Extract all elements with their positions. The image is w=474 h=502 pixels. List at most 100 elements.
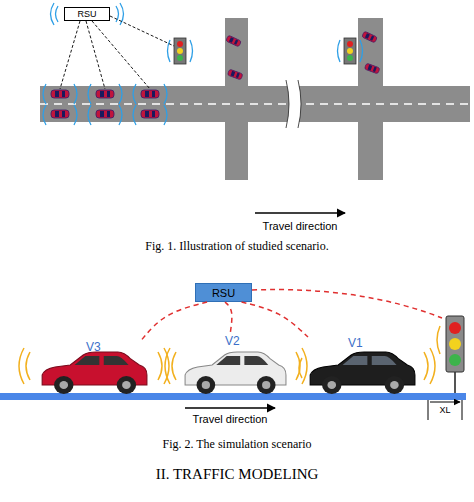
car-drawing <box>40 351 148 395</box>
car-icon <box>96 110 114 118</box>
car-hub <box>59 381 68 389</box>
dimension-label: XL <box>428 405 462 415</box>
wireless-wave <box>165 348 176 384</box>
traffic-light <box>446 316 464 393</box>
light-red <box>347 41 353 47</box>
road-break-line <box>286 80 301 128</box>
road-bar <box>0 393 466 400</box>
v2i-link <box>242 302 308 337</box>
car-icon <box>51 90 69 98</box>
car-wheel <box>385 376 404 394</box>
vehicle-id: V3 <box>86 340 101 354</box>
rsu-box: RSU <box>64 7 110 21</box>
dimension-tick <box>428 400 429 420</box>
car-drawing <box>308 351 416 395</box>
light-green <box>449 354 461 366</box>
car-icon <box>227 69 243 80</box>
car-wheel <box>257 376 276 394</box>
car-window <box>104 356 129 365</box>
wireless-wave <box>43 84 77 104</box>
car-hub <box>202 381 210 389</box>
vehicle-id: V2 <box>225 334 240 348</box>
light-green <box>177 55 183 61</box>
vehicle-node: V1 <box>308 336 416 395</box>
car-window <box>372 356 397 365</box>
figure-caption: Fig. 1. Illustration of studied scenario… <box>0 239 474 254</box>
dimension-line <box>430 402 460 403</box>
car-window <box>244 356 268 365</box>
wireless-wave <box>88 84 122 104</box>
section-heading: II. TRAFFIC MODELING <box>0 466 474 483</box>
traffic-light <box>344 38 356 64</box>
rsu-box: RSU <box>195 283 252 302</box>
car-wheel <box>322 376 341 394</box>
direction-arrow <box>185 407 275 408</box>
wireless-wave <box>437 326 440 354</box>
wireless-wave <box>299 358 302 378</box>
vehicle-node: V3 <box>40 340 148 395</box>
car-hub <box>327 381 336 389</box>
v2i-link <box>110 16 174 46</box>
cross-road <box>225 18 248 180</box>
road-network <box>40 18 470 180</box>
light-yellow <box>449 338 461 350</box>
node-label: RSU <box>77 9 96 19</box>
car-wheel <box>197 376 216 394</box>
vehicle-id: V1 <box>348 336 363 350</box>
vehicle-icons <box>51 31 380 118</box>
wireless-wave <box>133 105 167 125</box>
wireless-wave <box>133 84 167 104</box>
car-hub <box>390 381 399 389</box>
figure-caption: Fig. 2. The simulation scenario <box>0 437 474 452</box>
light-yellow <box>177 48 183 54</box>
car-hub <box>262 381 270 389</box>
car-hub <box>122 381 131 389</box>
main-road <box>40 86 470 122</box>
car-icon <box>364 63 380 74</box>
wireless-wave <box>424 348 435 384</box>
road-break <box>286 80 301 128</box>
car-wheel <box>117 376 136 394</box>
car-window <box>343 356 368 365</box>
v2i-link <box>60 21 80 89</box>
car-drawing <box>183 351 287 395</box>
direction-arrow <box>255 212 345 213</box>
v2i-link <box>141 302 207 340</box>
light-yellow <box>347 48 353 54</box>
traffic-light-body <box>446 316 464 372</box>
cross-road <box>358 18 383 180</box>
car-icon <box>362 31 378 43</box>
car-icon <box>141 90 159 98</box>
car-icon <box>96 90 114 98</box>
wireless-waves <box>19 326 440 384</box>
v2i-link <box>86 21 105 89</box>
lane-marking <box>40 103 470 105</box>
v2i-link <box>92 21 150 89</box>
distance-dimension <box>428 400 462 420</box>
wireless-wave <box>88 105 122 125</box>
wireless-wave <box>338 40 363 62</box>
traffic-light-body <box>344 38 356 64</box>
wireless-wave <box>51 3 124 25</box>
traffic-light <box>174 38 186 64</box>
traffic-light-body <box>174 38 186 64</box>
direction-label: Travel direction <box>240 220 360 232</box>
light-red <box>177 41 183 47</box>
wireless-waves <box>43 3 363 125</box>
car-icon <box>51 110 69 118</box>
car-window <box>75 356 100 365</box>
wireless-wave <box>168 40 193 62</box>
vehicle-node: V2 <box>183 334 287 395</box>
node-label: RSU <box>212 287 235 299</box>
direction-label: Travel direction <box>170 413 290 425</box>
car-window <box>216 356 240 365</box>
v2i-link <box>225 302 232 334</box>
car-icon <box>141 110 159 118</box>
car-icon <box>226 35 242 47</box>
v2i-links <box>60 16 174 89</box>
car-wheel <box>54 376 73 394</box>
traffic-light-pole <box>454 372 456 393</box>
light-green <box>347 55 353 61</box>
wireless-wave <box>43 105 77 125</box>
